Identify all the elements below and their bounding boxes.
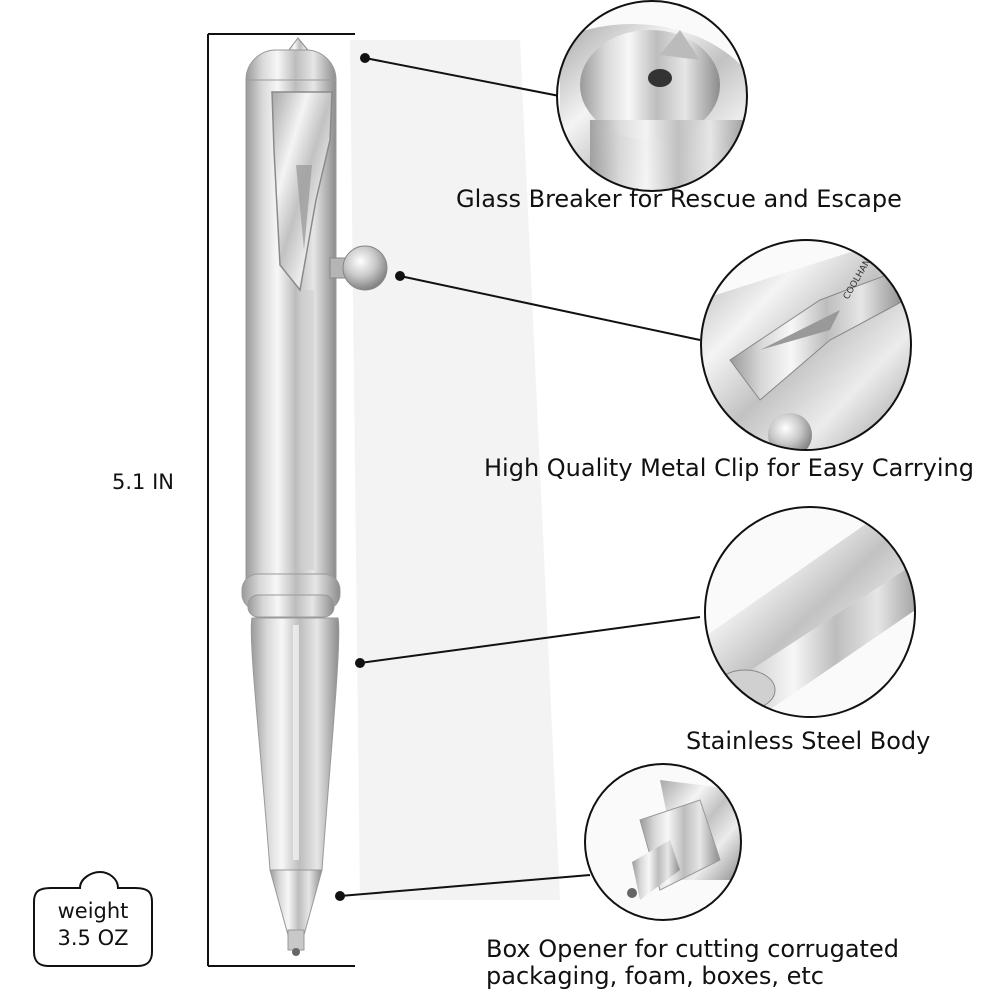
feature-caption-clip: High Quality Metal Clip for Easy Carryin… [484, 454, 974, 482]
feature-caption-glass-breaker: Glass Breaker for Rescue and Escape [456, 185, 902, 213]
callout-lines [335, 53, 701, 901]
weight-value: 3.5 OZ [57, 926, 129, 951]
feature-caption-box-opener-line1: Box Opener for cutting corrugated [486, 935, 899, 963]
tactical-pen [241, 37, 388, 956]
feature-caption-box-opener: Box Opener for cutting corrugated packag… [486, 936, 899, 990]
length-label: 5.1 IN [112, 470, 174, 494]
feature-caption-body: Stainless Steel Body [686, 727, 931, 755]
detail-circle-tip [584, 763, 742, 921]
detail-circle-glass-breaker [556, 0, 748, 192]
detail-circle-body [704, 506, 916, 718]
weight-label: weight [57, 899, 129, 923]
pen-shadow [350, 40, 560, 900]
detail-circle-clip: COOLHAND [700, 239, 912, 451]
weight-badge: weight 3.5 OZ [33, 898, 153, 953]
weight-badge-icon [33, 870, 153, 967]
feature-caption-box-opener-line2: packaging, foam, boxes, etc [486, 961, 824, 990]
length-dimension-line [207, 33, 355, 967]
